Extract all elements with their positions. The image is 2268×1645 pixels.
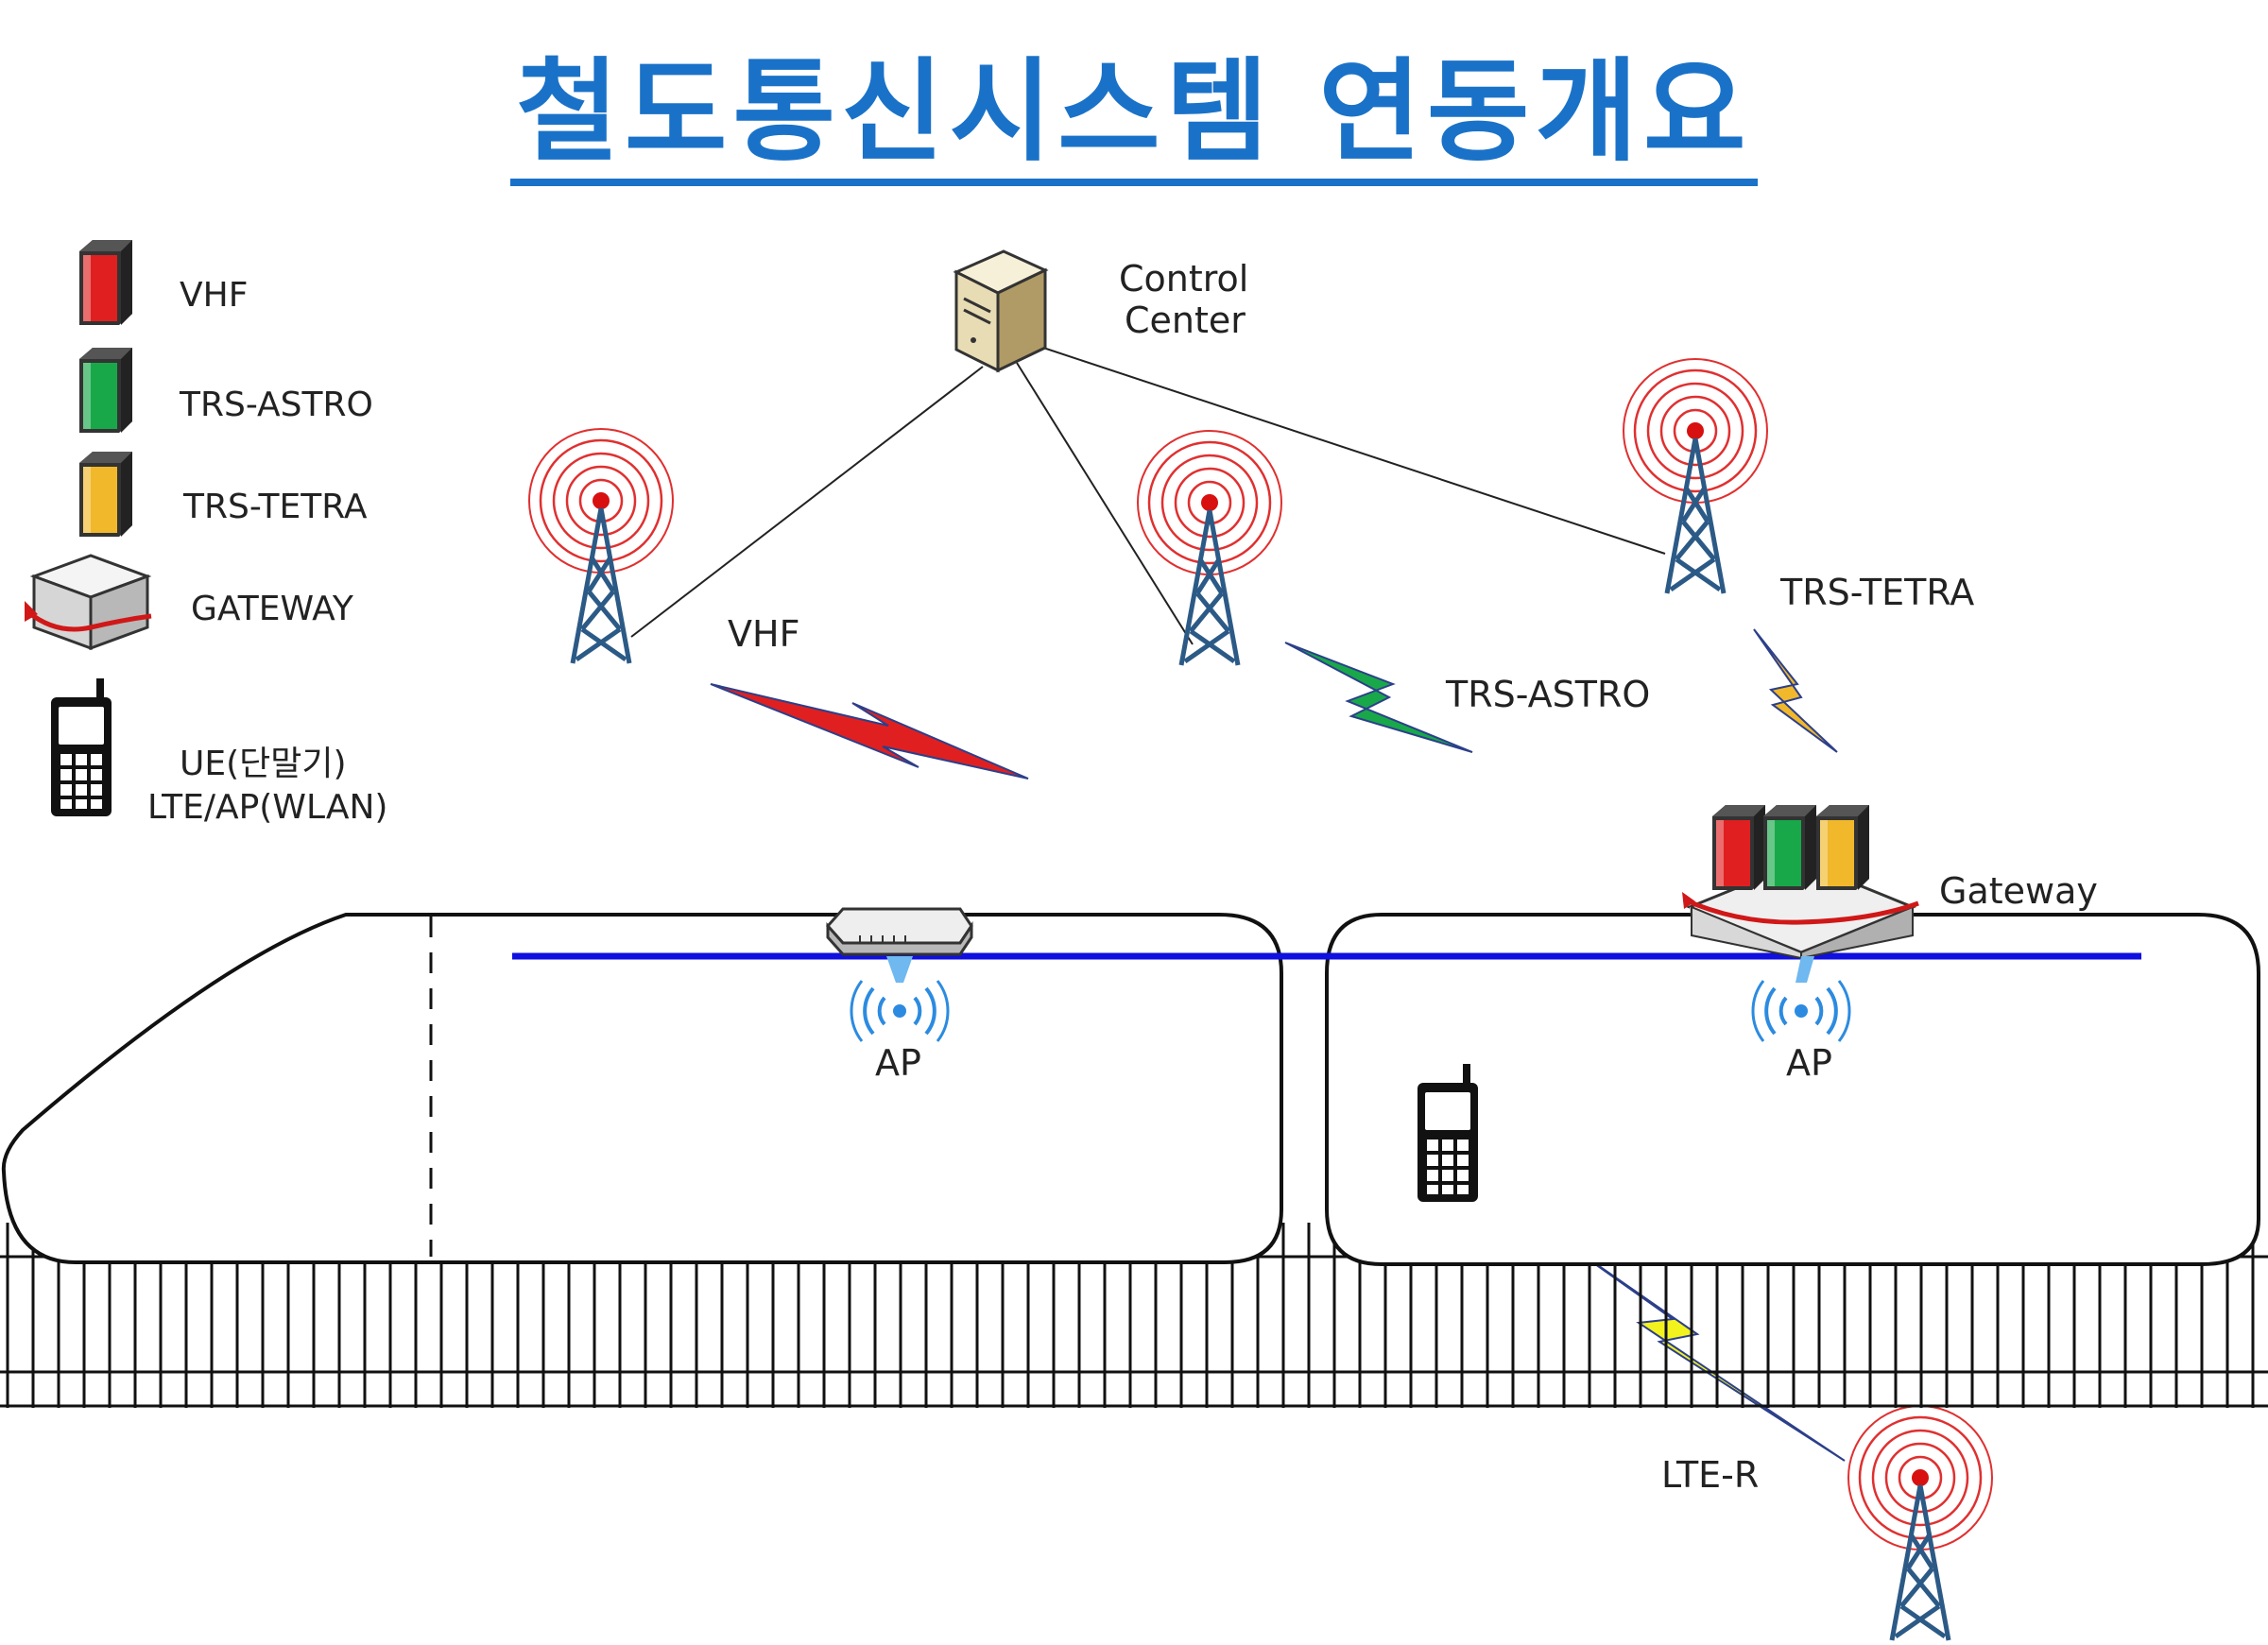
gateway-trs-tetra-radio-icon [1816, 805, 1869, 890]
train-phone-icon [1418, 1064, 1478, 1202]
gateway-ring [1682, 897, 1919, 925]
legend-ue-label: UE(단말기) [180, 745, 347, 783]
train-rear-car [1325, 913, 2260, 1266]
vhf-tower-icon [529, 429, 673, 663]
legend: VHF TRS-ASTRO TRS-TETRA GATEWAY UE(단말기) … [25, 240, 387, 827]
lte-r-lightning-icon [1536, 1222, 1846, 1462]
trs-astro-tower-icon [1138, 431, 1281, 665]
legend-gateway-icon [25, 554, 152, 651]
control-center-server-icon [953, 249, 1049, 373]
train-front-car [1, 913, 1283, 1264]
lte-r-label: LTE-R [1661, 1454, 1759, 1496]
gateway-vhf-radio-icon [1712, 805, 1765, 890]
page-title-text: 철도통신시스템 연동개요 [510, 46, 1758, 186]
legend-ue-sublabel: LTE/AP(WLAN) [147, 788, 387, 827]
ap-left-label: AP [875, 1042, 921, 1084]
ap-right-label: AP [1786, 1042, 1832, 1084]
legend-gateway-label: GATEWAY [191, 590, 354, 628]
control-center-label: Control [1119, 258, 1248, 300]
trs-astro-link-label: TRS-ASTRO [1445, 674, 1650, 715]
train [1, 913, 2260, 1266]
legend-trs-astro-label: TRS-ASTRO [179, 386, 373, 424]
trs-tetra-lightning-icon [1753, 628, 1838, 753]
legend-phone-icon [51, 678, 112, 816]
link-trs-tetra [1037, 345, 1666, 555]
trs-astro-radio-icon [79, 348, 132, 433]
gateway-label: Gateway [1939, 870, 2098, 912]
gateway-trs-astro-radio-icon [1763, 805, 1816, 890]
link-trs-astro [1016, 362, 1194, 645]
trs-tetra-radio-icon [79, 452, 132, 537]
page-title: 철도통신시스템 연동개요 [0, 21, 2268, 186]
legend-vhf-label: VHF [180, 276, 248, 315]
access-point-left-icon [825, 907, 973, 983]
control-links [630, 345, 1666, 645]
trs-tetra-tower-label: TRS-TETRA [1779, 572, 1974, 613]
trs-astro-lightning-icon [1284, 642, 1473, 753]
trs-tetra-tower-icon [1624, 359, 1767, 593]
lte-r-tower-icon [1848, 1406, 1992, 1640]
vhf-link-label: VHF [728, 613, 799, 655]
control-center-sublabel: Center [1125, 300, 1246, 341]
vhf-radio-icon [79, 240, 132, 325]
link-vhf [630, 366, 984, 638]
vhf-lightning-icon [710, 683, 1029, 780]
legend-trs-tetra-label: TRS-TETRA [182, 488, 368, 526]
